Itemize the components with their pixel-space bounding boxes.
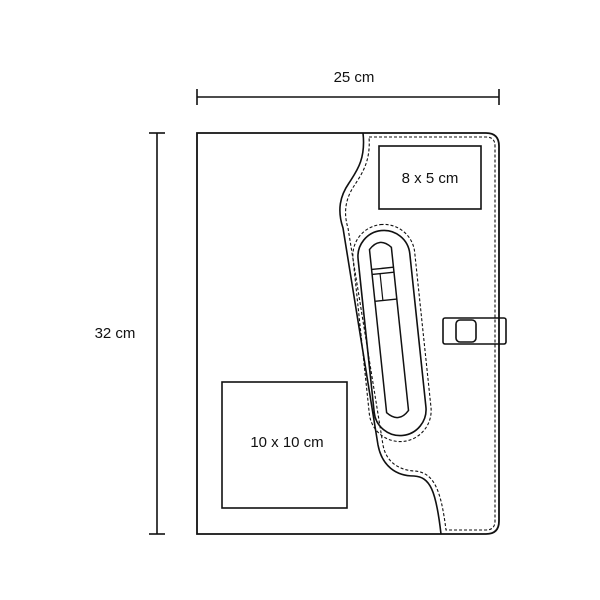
right-flap-edge [339,132,442,535]
pen [368,241,410,419]
bottom-pocket: 10 x 10 cm [221,381,348,509]
pen-loop [352,223,432,443]
pen-loop-stitching [352,223,432,443]
pen-clip-end [374,298,397,303]
right-flap-stitching [345,136,496,531]
strap-clasp [442,317,507,345]
bottom-pocket-label: 10 x 10 cm [250,434,323,451]
strap-outline [442,317,507,345]
top-pocket-frame [378,145,482,210]
top-pocket-label: 8 x 5 cm [402,170,459,187]
pen-loop-outline [357,229,427,437]
pen-body [368,241,410,419]
width-dimension: 25 cm [196,69,500,105]
pen-clip [379,273,384,301]
notebook-cover-outline [196,132,500,535]
strap-buckle [455,319,477,343]
height-label: 32 cm [95,325,136,342]
top-pocket: 8 x 5 cm [378,145,482,210]
width-label: 25 cm [334,69,375,86]
height-dimension: 32 cm [95,132,165,535]
bottom-pocket-frame [221,381,348,509]
pen-band-mid [372,271,395,276]
pen-band-top [371,266,394,271]
